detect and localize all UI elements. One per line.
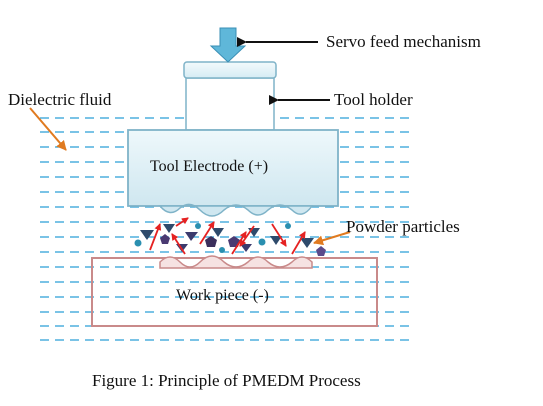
dielectric-fluid-label: Dielectric fluid (8, 90, 112, 109)
triangle-particle-icon (300, 238, 314, 248)
triangle-particle-icon (270, 236, 282, 245)
triangle-particle-icon (140, 230, 154, 240)
dielectric-leader-arrow (29, 107, 67, 151)
tool-electrode-label: Tool Electrode (+) (150, 158, 268, 175)
pentagon-particle-icon (316, 246, 326, 256)
triangle-particle-icon (212, 228, 224, 237)
down-arrow-icon (209, 27, 247, 63)
pentagon-particle-icon (228, 236, 240, 247)
powder-leader-arrow (313, 231, 351, 246)
workpiece (91, 255, 378, 327)
triangle-particle-icon (185, 232, 198, 241)
triangle-particle-icon (163, 224, 175, 233)
circle-particle-icon (285, 223, 291, 229)
circle-particle-icon (134, 239, 142, 247)
triangle-particle-icon (240, 244, 252, 252)
spark-arrows (149, 217, 306, 255)
circle-particle-icon (219, 247, 225, 253)
powder-particles-label: Powder particles (346, 217, 460, 236)
tool-holder-label: Tool holder (334, 90, 413, 109)
pentagon-particle-icon (205, 236, 217, 247)
circle-particle-icon (258, 238, 266, 246)
tool-electrode (127, 129, 339, 217)
tool-holder (183, 61, 277, 131)
servo-feed-label: Servo feed mechanism (326, 32, 481, 51)
workpiece-label: Work piece (-) (176, 287, 269, 304)
powder-particles (134, 223, 326, 256)
pentagon-particle-icon (160, 234, 170, 244)
figure-caption: Figure 1: Principle of PMEDM Process (92, 371, 361, 390)
circle-particle-icon (195, 223, 201, 229)
